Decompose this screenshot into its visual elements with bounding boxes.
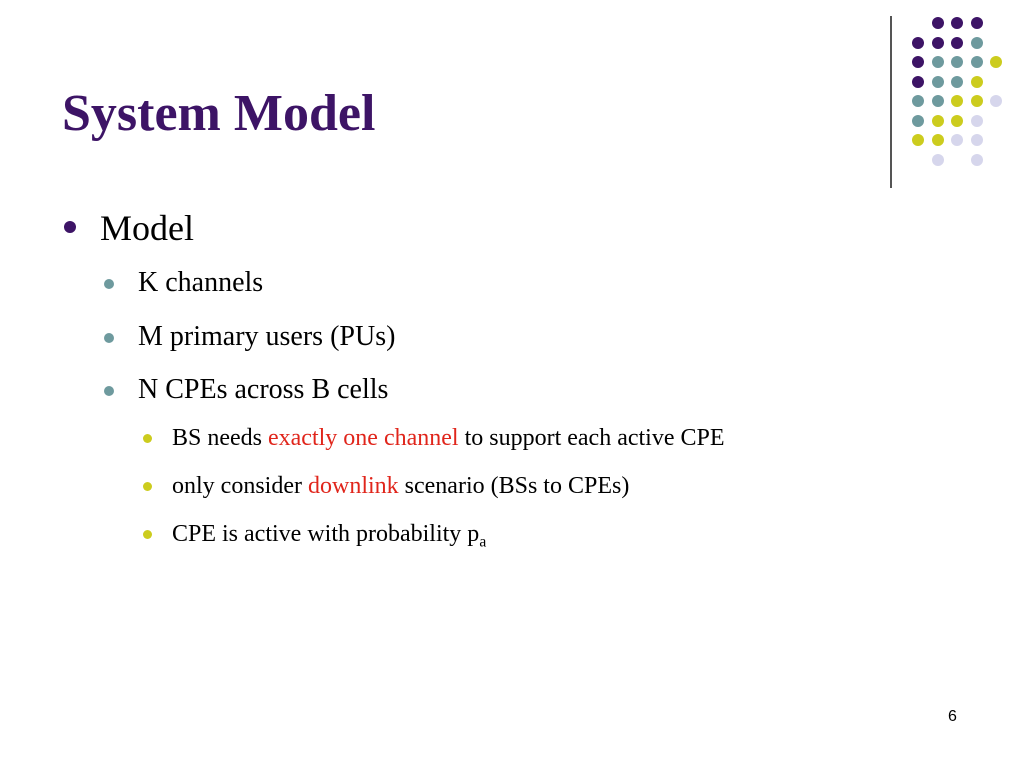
decorative-dot (931, 134, 944, 146)
decorative-dot (931, 36, 944, 49)
bs-needs-text: BS needs (172, 425, 268, 451)
decorative-dot (951, 134, 963, 146)
decorative-dot (970, 134, 983, 146)
decorative-dot (951, 114, 963, 127)
decorative-dot (931, 17, 944, 29)
bullet-marker-level2 (104, 333, 114, 343)
decorative-dot (951, 95, 963, 107)
decorative-dot (970, 114, 983, 127)
decorative-dot (990, 56, 1002, 68)
decorative-dot (912, 95, 924, 107)
bullet-marker-level2 (104, 279, 114, 289)
decorative-dot (951, 36, 963, 49)
page-number: 6 (948, 708, 957, 725)
downlink-highlight: downlink (307, 473, 399, 499)
decorative-dot (931, 56, 944, 68)
cpe-active-text: CPE is active with probability p (172, 521, 480, 547)
decorative-dot (931, 153, 944, 166)
decorative-dot (931, 114, 944, 127)
bullet-n-cpes: N CPEs across B cells (138, 374, 389, 405)
decorative-dot (970, 17, 983, 29)
decorative-dot (912, 134, 924, 146)
decorative-dot (912, 75, 924, 88)
decorative-dot (912, 36, 924, 49)
bullet-marker-level1 (64, 221, 76, 233)
decorative-dot (970, 36, 983, 49)
decorative-dot (990, 95, 1002, 107)
bullet-marker-level2 (104, 386, 114, 396)
bullet-cpe-active: CPE is active with probability pa (172, 521, 486, 550)
bullet-marker-level3 (143, 434, 152, 443)
decorative-dot (912, 56, 924, 68)
decorative-dot (970, 56, 983, 68)
decorative-dot (951, 56, 963, 68)
slide-title: System Model (62, 85, 376, 142)
bullet-k-channels: K channels (138, 267, 264, 298)
bullet-marker-level3 (143, 482, 152, 491)
decorative-dot (951, 17, 963, 29)
downlink-text-end: scenario (BSs to CPEs) (398, 473, 630, 499)
downlink-text: only consider (172, 473, 308, 499)
decorative-dot (970, 153, 983, 166)
decorative-dot (931, 75, 944, 88)
bullet-bs-needs: BS needs exactly one channel to support … (172, 426, 725, 450)
decorative-dot (912, 114, 924, 127)
bullet-m-primary-users: M primary users (PUs) (138, 321, 396, 352)
bullet-model: Model (100, 208, 194, 248)
decorative-dot (951, 75, 963, 88)
decorative-dot (931, 95, 944, 107)
decorative-dot (970, 75, 983, 88)
decorative-dot (970, 95, 983, 107)
bullet-downlink: only consider downlink scenario (BSs to … (172, 474, 629, 498)
exactly-one-channel-highlight: exactly one channel (268, 425, 459, 451)
title-divider-line (890, 16, 892, 188)
bs-needs-text-end: to support each active CPE (458, 425, 725, 451)
probability-subscript: a (479, 533, 487, 551)
bullet-marker-level3 (143, 530, 152, 539)
